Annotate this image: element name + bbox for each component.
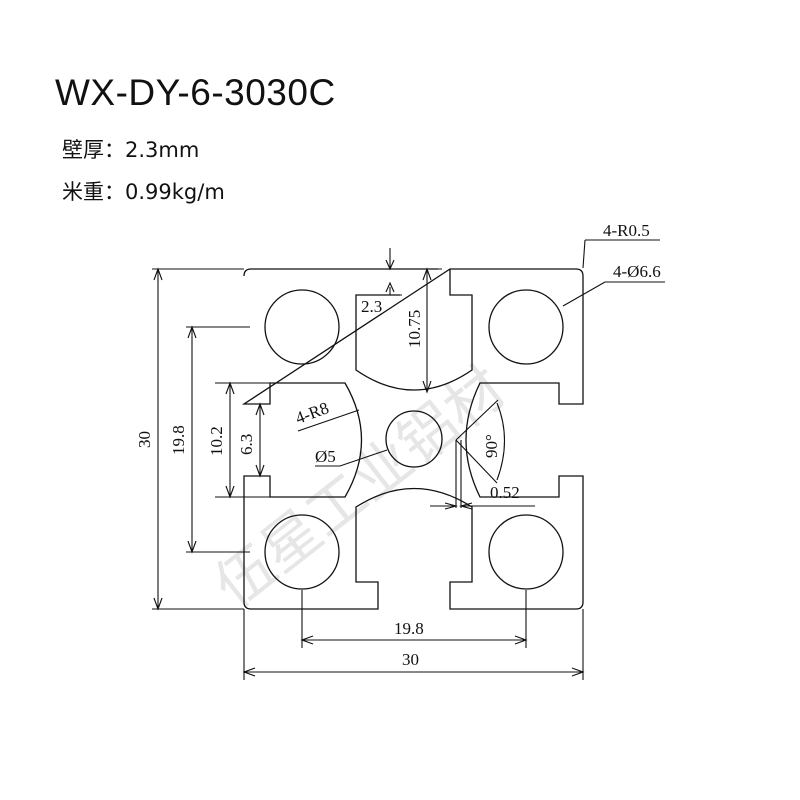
slot-opening-dim: 6.3 (237, 434, 256, 455)
hole-pitch-vertical-dim: 19.8 (169, 425, 188, 455)
corner-radius-label: 4-R0.5 (603, 221, 650, 240)
center-hole-label: Ø5 (315, 447, 336, 466)
watermark: 伍星工业铝材 (202, 353, 518, 621)
height-dim: 30 (135, 431, 154, 448)
center-hole (385, 410, 443, 468)
dimension-lines (152, 239, 665, 680)
wall-thickness-spec: 壁厚：2.3mm (62, 138, 200, 162)
hole-diameter-label: 4-Ø6.6 (613, 262, 661, 281)
hole-pitch-horizontal-dim: 19.8 (394, 619, 424, 638)
hole-bottom-left (264, 514, 340, 590)
arc-radius-label: 4-R8 (293, 398, 331, 427)
page-title: WX-DY-6-3030C (55, 72, 336, 113)
angle-label: 90° (482, 434, 501, 458)
hole-bottom-right (488, 514, 564, 590)
hole-top-left (264, 289, 340, 365)
offset-label: 0.52 (490, 483, 520, 502)
width-dim: 30 (402, 650, 419, 669)
weight-spec: 米重：0.99kg/m (62, 180, 225, 204)
slot-depth-dim: 10.75 (405, 310, 424, 348)
wall-dim: 2.3 (361, 297, 382, 316)
slot-width-dim: 10.2 (207, 426, 226, 456)
hole-top-right (488, 289, 564, 365)
